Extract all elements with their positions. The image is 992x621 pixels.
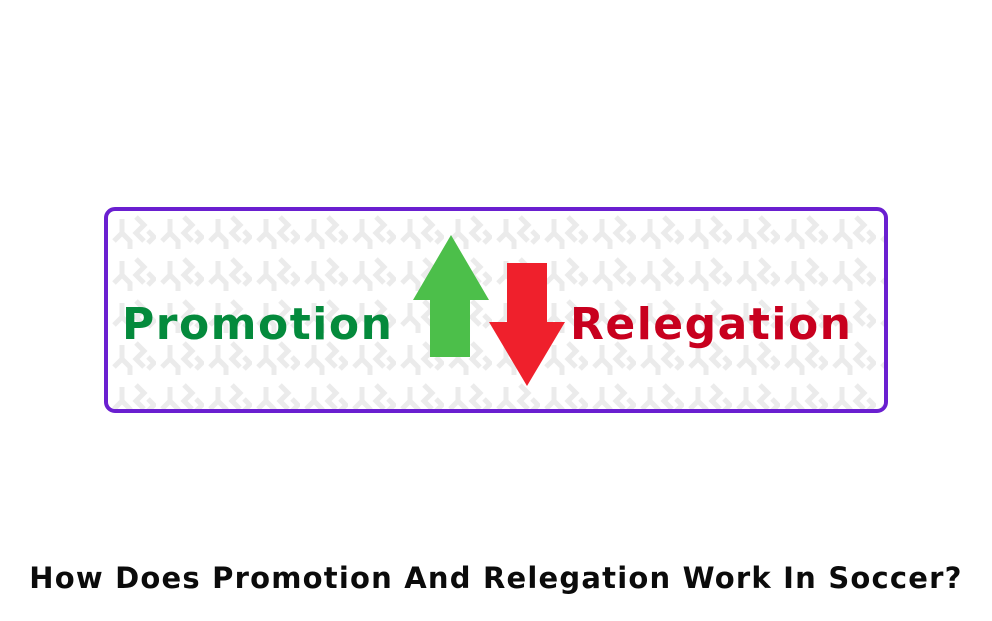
promotion-label: Promotion bbox=[122, 299, 394, 350]
arrows bbox=[413, 235, 565, 386]
promotion-relegation-banner: Promotion Relegation bbox=[104, 207, 888, 413]
arrow-down-icon bbox=[489, 263, 565, 386]
relegation-label: Relegation bbox=[570, 299, 853, 350]
arrow-up-icon bbox=[413, 235, 489, 357]
watermark-pattern bbox=[108, 211, 884, 409]
page-title: How Does Promotion And Relegation Work I… bbox=[29, 561, 963, 595]
